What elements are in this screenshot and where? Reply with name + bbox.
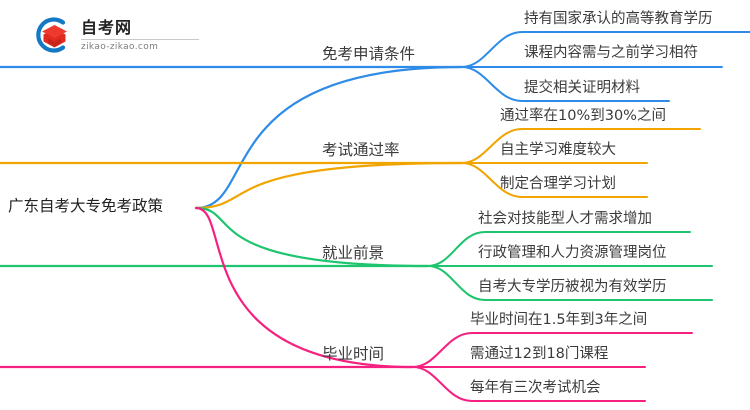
branch-trunk-3 [194, 206, 415, 369]
leaf-connector-2-2 [427, 265, 713, 301]
leaf-connector-2-0 [427, 231, 691, 267]
branch-trunk-1 [194, 161, 464, 210]
leaf-node-0-1-label: 课程内容需与之前学习相符 [524, 45, 698, 61]
leaf-node-0-1[interactable]: 课程内容需与之前学习相符 [524, 45, 698, 61]
leaf-connector-1-0 [461, 128, 701, 164]
leaf-node-1-2[interactable]: 制定合理学习计划 [500, 176, 616, 192]
leaf-node-0-2[interactable]: 提交相关证明材料 [524, 80, 640, 96]
leaf-node-2-2-label: 自考大专学历被视为有效学历 [478, 279, 667, 295]
leaf-node-1-0[interactable]: 通过率在10%到30%之间 [500, 108, 666, 124]
branch-node-1-label: 考试通过率 [322, 141, 400, 159]
leaf-connector-0-2 [461, 66, 670, 102]
logo-graduation-cap-icon [30, 14, 74, 56]
branch-node-1[interactable]: 考试通过率 [322, 141, 400, 159]
root-node[interactable]: 广东自考大专免考政策 [8, 197, 164, 215]
branch-node-0-label: 免考申请条件 [322, 45, 416, 63]
leaf-node-0-0-label: 持有国家承认的高等教育学历 [524, 11, 713, 27]
leaf-node-1-0-label: 通过率在10%到30%之间 [500, 108, 666, 124]
logo-domain: zikao-zikao.com [81, 42, 159, 52]
leaf-node-3-2[interactable]: 每年有三次考试机会 [470, 380, 601, 396]
branch-node-2[interactable]: 就业前景 [322, 244, 385, 262]
leaf-node-3-2-label: 每年有三次考试机会 [470, 380, 601, 396]
leaf-node-1-1-label: 自主学习难度较大 [500, 142, 616, 158]
leaf-node-1-1[interactable]: 自主学习难度较大 [500, 142, 616, 158]
leaf-node-3-0[interactable]: 毕业时间在1.5年到3年之间 [470, 312, 648, 328]
leaf-connector-3-2 [412, 366, 646, 402]
leaf-node-2-2[interactable]: 自考大专学历被视为有效学历 [478, 279, 667, 295]
leaf-node-2-0-label: 社会对技能型人才需求增加 [478, 211, 652, 227]
leaf-node-1-2-label: 制定合理学习计划 [500, 176, 616, 192]
logo-wordmark: 自考网 zikao-zikao.com [81, 17, 199, 53]
branch-node-3-label: 毕业时间 [322, 345, 385, 363]
site-logo[interactable]: 自考网 zikao-zikao.com [30, 12, 210, 58]
leaf-node-2-0[interactable]: 社会对技能型人才需求增加 [478, 211, 652, 227]
branch-trunk-0 [194, 65, 464, 210]
leaf-node-0-0[interactable]: 持有国家承认的高等教育学历 [524, 11, 713, 27]
leaf-connector-1-2 [461, 162, 648, 198]
leaf-connector-3-0 [412, 332, 693, 368]
leaf-node-2-1[interactable]: 行政管理和人力资源管理岗位 [478, 245, 667, 261]
logo-divider [81, 39, 199, 40]
root-node-label: 广东自考大专免考政策 [8, 197, 164, 215]
branch-node-2-label: 就业前景 [322, 244, 385, 262]
leaf-node-3-1[interactable]: 需通过12到18门课程 [470, 346, 609, 362]
branch-node-0[interactable]: 免考申请条件 [322, 45, 416, 63]
leaf-node-3-0-label: 毕业时间在1.5年到3年之间 [470, 312, 648, 328]
branch-trunk-2 [194, 206, 430, 268]
logo-title: 自考网 [81, 18, 133, 37]
leaf-connector-0-0 [461, 31, 750, 68]
leaf-node-0-2-label: 提交相关证明材料 [524, 80, 640, 96]
leaf-node-3-1-label: 需通过12到18门课程 [470, 346, 609, 362]
leaf-node-2-1-label: 行政管理和人力资源管理岗位 [478, 245, 667, 261]
branch-node-3[interactable]: 毕业时间 [322, 345, 385, 363]
